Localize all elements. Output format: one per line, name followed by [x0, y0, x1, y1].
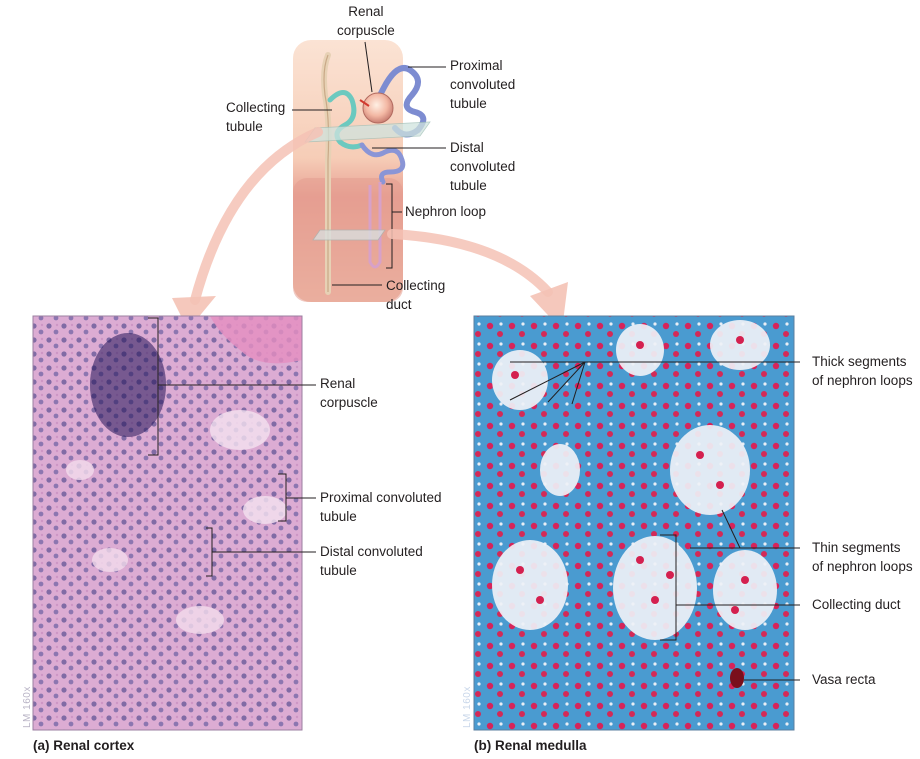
- label-proximal-top: Proximal convoluted tubule: [450, 58, 516, 111]
- label-cortex-renal-corpuscle: Renal corpuscle: [320, 376, 378, 410]
- arrow-to-cortex: [190, 127, 323, 305]
- medulla-caption: (b) Renal medulla: [474, 738, 587, 753]
- arrow-to-medulla: [387, 229, 553, 297]
- renal-corpuscle-sphere: [362, 92, 394, 124]
- label-vasa-recta: Vasa recta: [812, 672, 876, 687]
- bracket-renal-corpuscle: [148, 317, 159, 456]
- medulla-magnification: LM 160x: [462, 686, 473, 728]
- leader-renal-corpuscle-top: [364, 41, 373, 93]
- label-thin-segments: Thin segments of nephron loops: [812, 540, 913, 574]
- medulla-micrograph: [473, 315, 795, 731]
- nephron-loop-tube: [368, 182, 382, 269]
- bracket-collecting-duct: [660, 534, 677, 641]
- cortex-micrograph: [32, 315, 303, 731]
- vasa-recta-cell: [730, 668, 744, 688]
- label-collecting-duct-top: Collecting duct: [386, 278, 446, 312]
- label-distal-top: Distal convoluted tubule: [450, 140, 516, 193]
- distal-tubule-tube: [359, 142, 406, 185]
- label-thick-segments: Thick segments of nephron loops: [812, 354, 913, 388]
- leader-lines: [148, 41, 800, 681]
- label-cortex-proximal: Proximal convoluted tubule: [320, 490, 442, 524]
- nephron-illustration: [293, 40, 431, 302]
- collecting-tubule-tube: [327, 90, 365, 150]
- label-nephron-loop: Nephron loop: [405, 204, 487, 219]
- label-renal-corpuscle-top: Renal corpuscle: [337, 4, 395, 38]
- cortex-magnification: LM 160x: [22, 686, 33, 728]
- cortex-caption: (a) Renal cortex: [33, 738, 135, 753]
- label-collecting-tubule: Collecting tubule: [226, 100, 286, 134]
- nephron-loop-bracket: [386, 183, 393, 269]
- arrow-to-cortex-head: [172, 296, 216, 330]
- medulla-section-plane: [312, 229, 386, 241]
- label-cortex-distal: Distal convoluted tubule: [320, 544, 423, 578]
- label-collecting-duct-medulla: Collecting duct: [812, 597, 901, 612]
